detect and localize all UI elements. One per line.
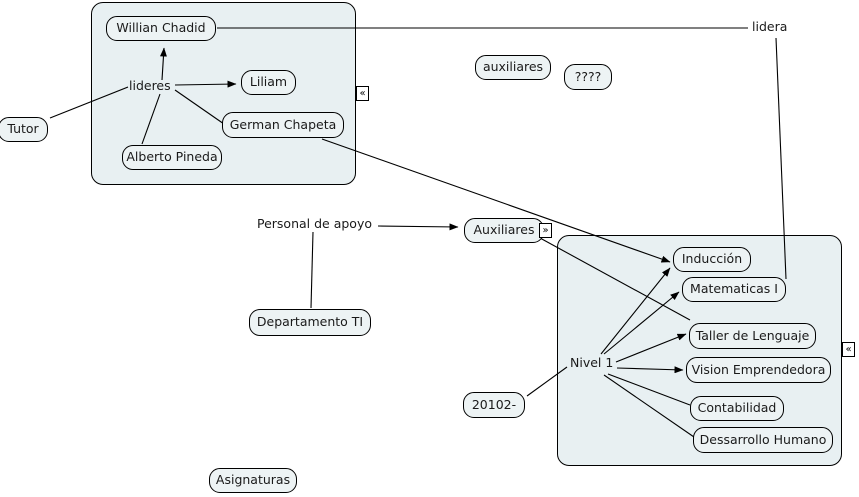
edge-label-text: Nivel 1 (570, 355, 614, 370)
chevron-glyph: « (845, 344, 852, 355)
edge-label-text: Personal de apoyo (257, 216, 372, 231)
node-label: Alberto Pineda (126, 149, 218, 165)
edge-label-text: lidera (752, 19, 788, 34)
node-label: auxiliares (482, 59, 544, 75)
node-german-chapeta[interactable]: German Chapeta (222, 112, 344, 138)
node-label: Matematicas I (690, 281, 778, 297)
chevron-double-left-icon-group-lideres[interactable]: « (356, 86, 369, 101)
node-willian-chadid[interactable]: Willian Chadid (106, 16, 216, 41)
edge-label-personal-de-apoyo[interactable]: Personal de apoyo (257, 216, 372, 231)
node-taller-de-lenguaje[interactable]: Taller de Lenguaje (689, 323, 816, 349)
edge-label-text: lideres (129, 78, 171, 93)
node-unknown[interactable]: ???? (564, 64, 612, 90)
node-codigo-20102[interactable]: 20102- (463, 392, 525, 418)
node-liliam[interactable]: Liliam (241, 70, 296, 95)
node-label: Tutor (7, 121, 39, 137)
node-alberto-pineda[interactable]: Alberto Pineda (122, 145, 222, 170)
edge-personal-to-auxiliares (377, 223, 459, 231)
node-label: Liliam (249, 74, 288, 90)
node-label: German Chapeta (229, 116, 337, 132)
edge-label-lideres[interactable]: lideres (129, 78, 171, 93)
node-label: Departamento TI (256, 314, 364, 330)
node-tutor[interactable]: Tutor (0, 117, 48, 142)
chevron-glyph: « (359, 88, 366, 99)
node-induccion[interactable]: Inducción (673, 247, 751, 272)
node-label: Contabilidad (697, 400, 777, 416)
chevron-glyph: » (542, 225, 549, 236)
node-label: Auxiliares (473, 222, 535, 238)
node-label: Dessarrollo Humano (699, 431, 827, 447)
edge-label-lidera[interactable]: lidera (752, 19, 788, 34)
node-auxiliares-free[interactable]: auxiliares (475, 55, 551, 80)
edge-label-nivel-1[interactable]: Nivel 1 (570, 355, 614, 370)
node-label: Asignaturas (215, 472, 291, 488)
node-contabilidad[interactable]: Contabilidad (690, 396, 784, 421)
node-label: 20102- (471, 396, 517, 412)
node-dessarrollo-humano[interactable]: Dessarrollo Humano (693, 427, 833, 453)
node-auxiliares[interactable]: Auxiliares (464, 218, 544, 243)
node-label: Vision Emprendedora (691, 361, 826, 377)
chevron-double-left-icon-group-nivel1[interactable]: « (842, 342, 855, 357)
node-label: Inducción (681, 251, 743, 267)
edge-personal-to-departamento (310, 231, 314, 309)
node-asignaturas[interactable]: Asignaturas (209, 468, 297, 493)
chevron-double-right-icon-auxiliares[interactable]: » (539, 223, 552, 238)
node-label: ???? (574, 68, 602, 84)
node-label: Taller de Lenguaje (695, 327, 810, 343)
node-departamento-ti[interactable]: Departamento TI (249, 309, 371, 336)
node-vision-emprendedora[interactable]: Vision Emprendedora (686, 357, 831, 383)
node-matematicas-i[interactable]: Matematicas I (682, 277, 786, 302)
node-label: Willian Chadid (116, 20, 206, 36)
